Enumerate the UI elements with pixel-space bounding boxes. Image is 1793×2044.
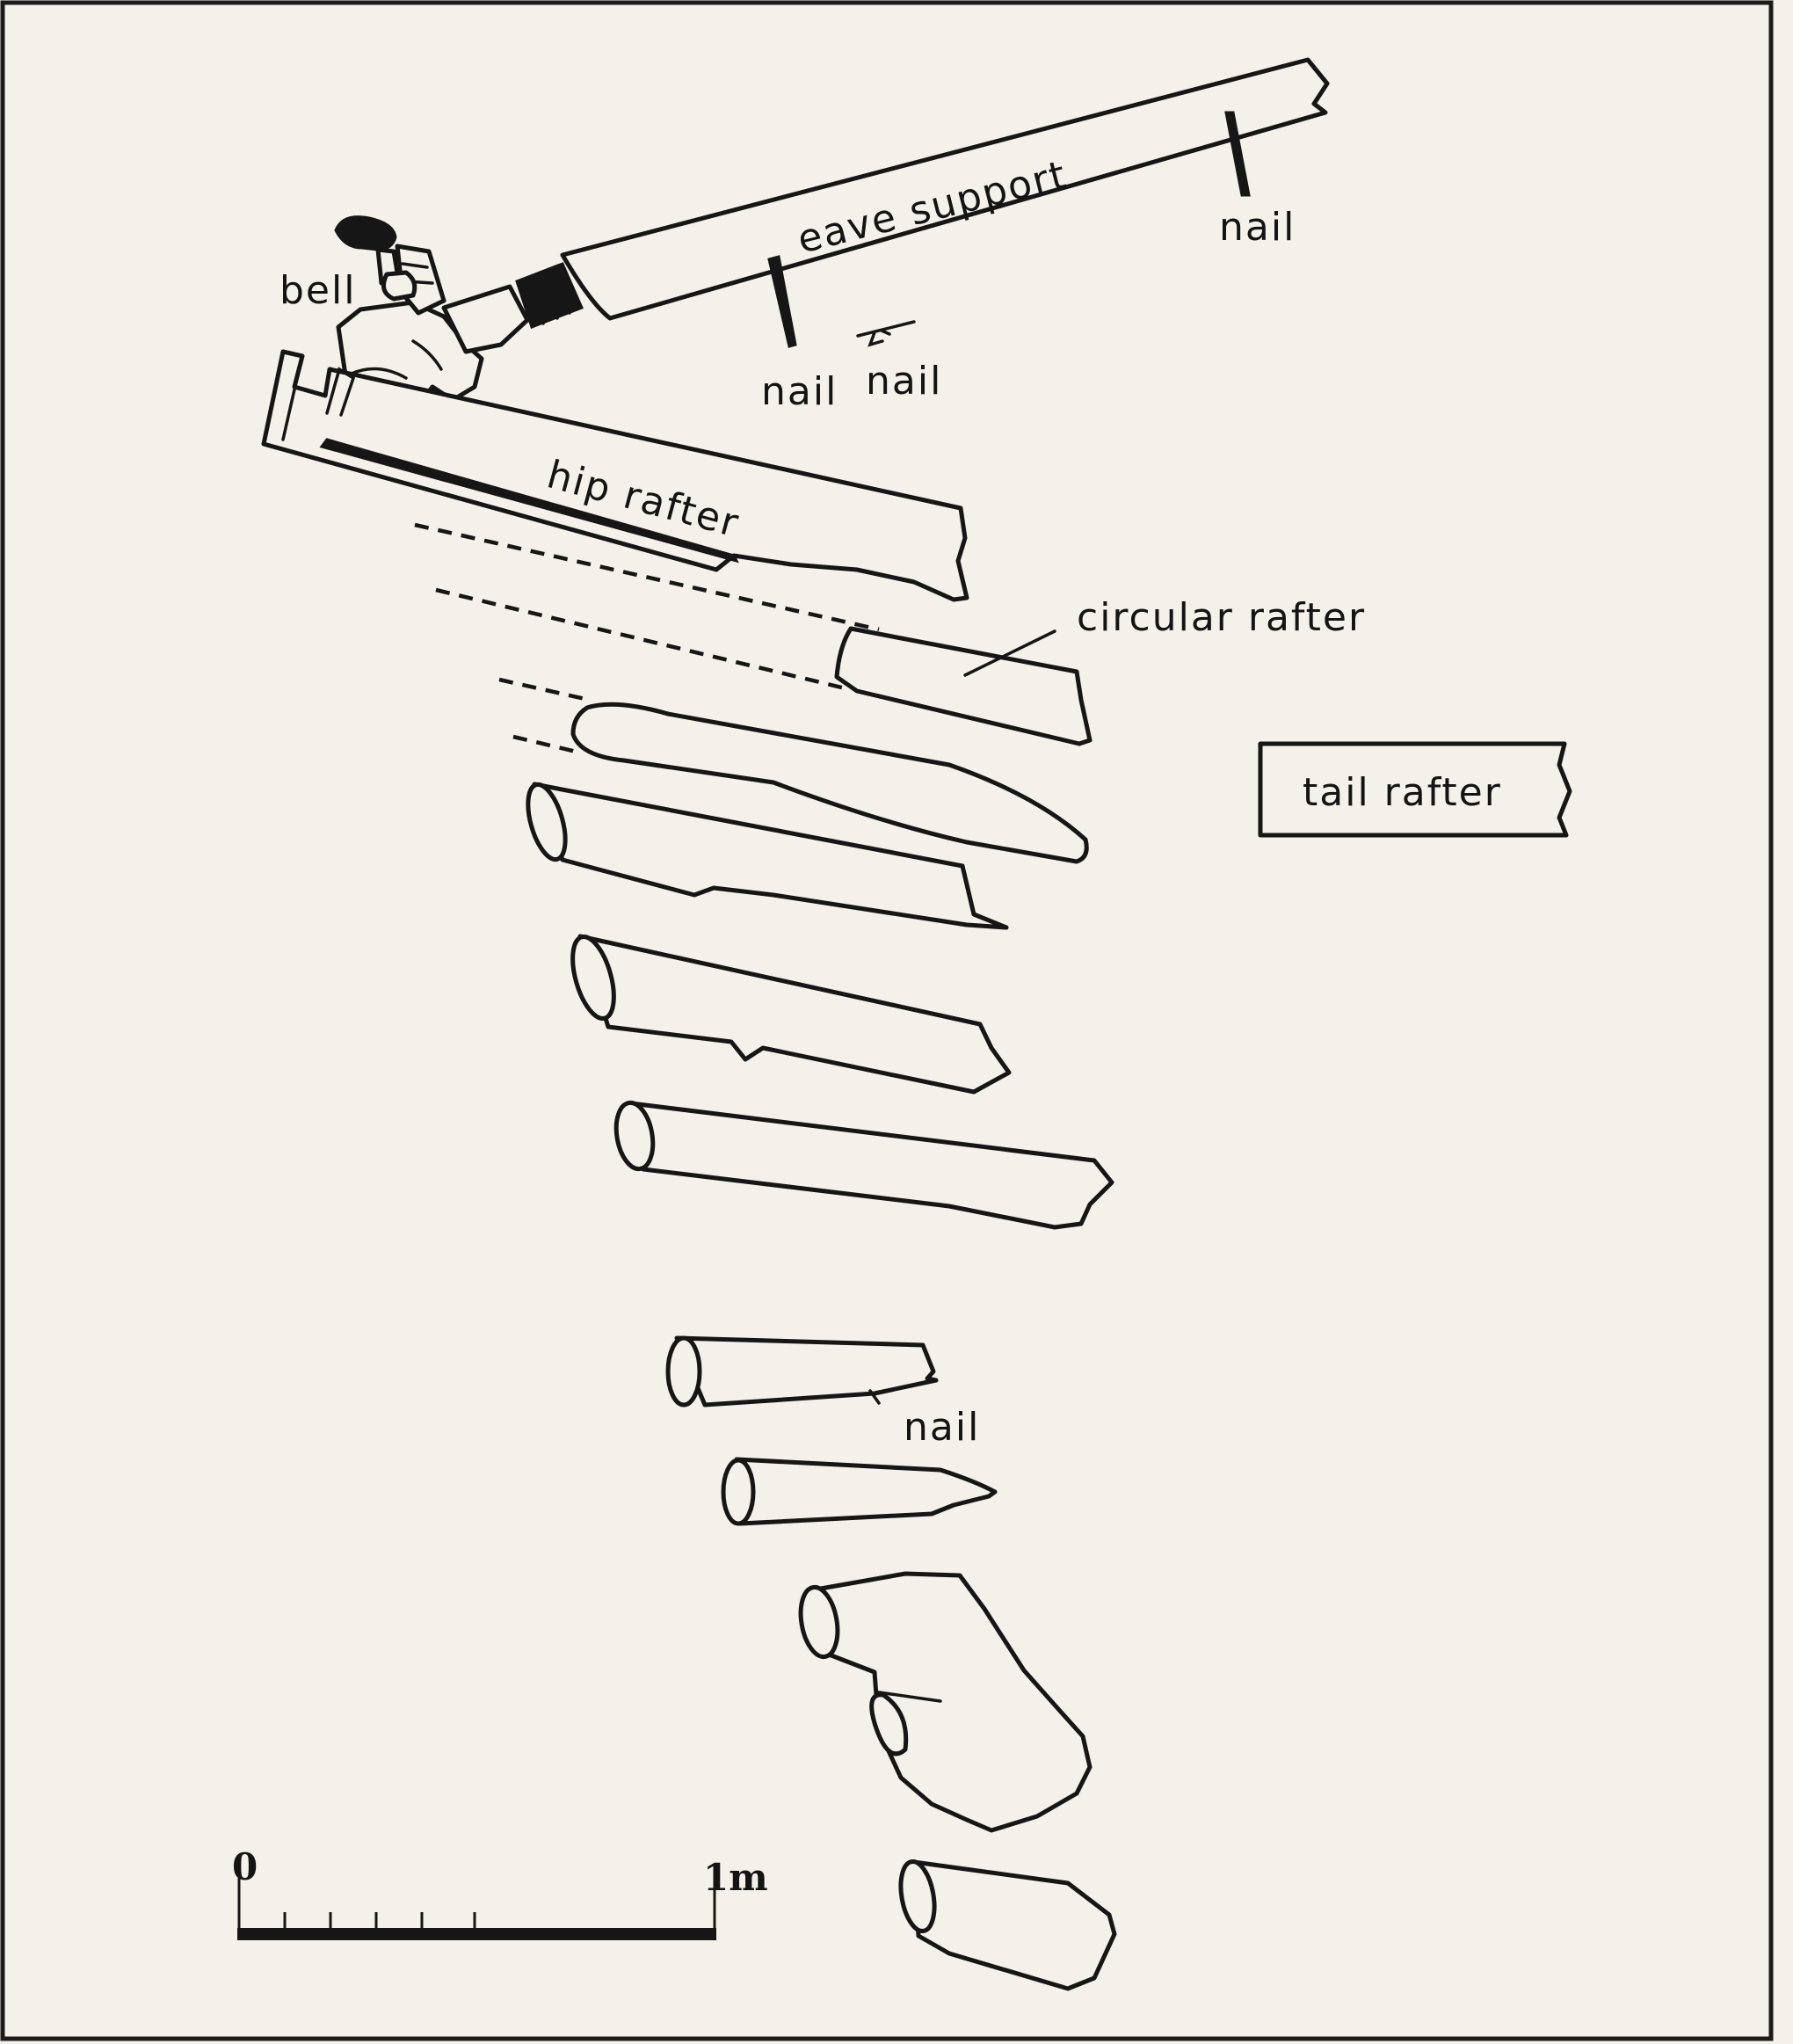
scale-start-label: 0 [232, 1845, 258, 1888]
tail-rafter-5 [665, 1335, 939, 1408]
tail-rafter-6 [721, 1457, 998, 1526]
scale-bar: 0 1m [232, 1845, 768, 1940]
tail-rafter-3 [570, 934, 1012, 1095]
circular-rafter-leader [963, 629, 1056, 677]
circular-rafter [834, 626, 1092, 746]
tail-rafter-1 [570, 702, 1089, 864]
nail-label-right: nail [866, 359, 942, 404]
nail-mark-loose [856, 320, 916, 347]
nail-label-bottom: nail [904, 1405, 980, 1450]
nail-mark-top-right [1224, 111, 1251, 197]
nail-label-left: nail [761, 369, 838, 414]
eave-support [515, 57, 1330, 329]
tail-rafter-label: tail rafter [1303, 770, 1502, 815]
bell-icon [334, 215, 446, 316]
dashed-projection-lines [414, 522, 880, 755]
tail-rafter-2 [526, 782, 1009, 930]
tail-rafter-4 [613, 1100, 1114, 1230]
scale-end-label: 1m [703, 1856, 768, 1899]
tail-rafter-legend-box [1258, 741, 1572, 838]
nail-mark-left [767, 255, 797, 348]
nail-label-top-right: nail [1219, 205, 1296, 250]
tail-rafter-8 [898, 1859, 1117, 1991]
circular-rafter-label: circular rafter [1077, 595, 1366, 640]
tail-rafter-7 [798, 1571, 1092, 1833]
hip-rafter [261, 349, 969, 602]
bell-label: bell [279, 268, 356, 313]
